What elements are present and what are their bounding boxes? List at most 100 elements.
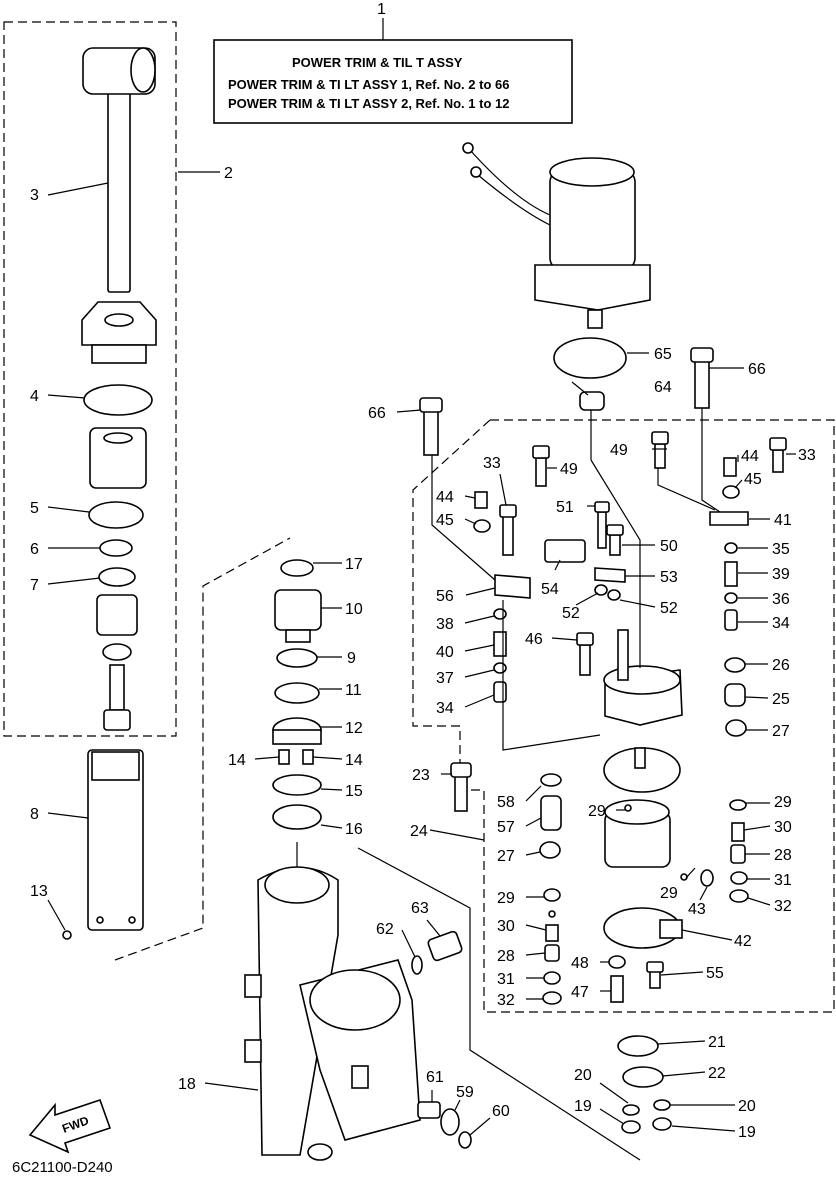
pin-34-right (724, 609, 738, 631)
o-ring-65 (553, 337, 627, 379)
o-ring-32-right (729, 889, 749, 903)
manifold-block (604, 799, 671, 868)
bolt-55 (646, 961, 664, 989)
spring-30-right (731, 822, 745, 842)
valve-28-left (544, 944, 560, 962)
callout-29c: 29 (660, 885, 678, 902)
callout-39: 39 (772, 566, 790, 583)
valve-28-right (730, 844, 746, 864)
callout-58: 58 (497, 794, 515, 811)
coupling-64 (579, 391, 605, 411)
assy-2-boundary (3, 21, 177, 737)
tilt-motor (462, 142, 651, 329)
callout-66a: 66 (368, 405, 386, 422)
tilt-ram-rod (82, 47, 156, 293)
backup-ring-7 (98, 567, 136, 587)
ball-29-left (548, 910, 556, 918)
piston (89, 427, 147, 489)
valve-57 (540, 795, 562, 831)
spring-30-left (545, 924, 559, 942)
cap-29-right (729, 799, 747, 811)
callout-18: 18 (178, 1076, 196, 1093)
pin-34-left (493, 681, 507, 703)
callout-14a: 14 (228, 752, 246, 769)
callout-62: 62 (376, 921, 394, 938)
free-piston-10 (274, 589, 322, 643)
header-line-assy-2: POWER TRIM & TI LT ASSY 2, Ref. No. 1 to… (228, 96, 509, 111)
callout-51: 51 (556, 499, 574, 516)
callout-19a: 19 (574, 1098, 592, 1115)
washer-31-right (730, 871, 748, 885)
o-ring-58 (540, 773, 562, 787)
callout-54: 54 (541, 581, 559, 598)
callout-55: 55 (706, 965, 724, 982)
callout-61: 61 (426, 1069, 444, 1086)
bolt-66-right (690, 347, 714, 409)
callout-25: 25 (772, 691, 790, 708)
callout-34b: 34 (772, 615, 790, 632)
callout-24: 24 (410, 823, 428, 840)
o-ring-4 (83, 384, 153, 416)
cylinder-body-18 (244, 866, 421, 1161)
ball-38 (493, 608, 507, 620)
callout-7: 7 (30, 577, 39, 594)
callout-3: 3 (30, 187, 39, 204)
filter-43 (700, 869, 714, 887)
o-ring-59 (440, 1108, 460, 1136)
callout-labels: 1 2 3 4 5 6 7 8 9 10 11 12 13 14 14 15 1… (30, 1, 816, 1141)
spring-39 (724, 561, 738, 587)
callout-26: 26 (772, 657, 790, 674)
ball-36 (724, 592, 738, 604)
bolt-46 (576, 632, 594, 676)
bracket-56 (494, 574, 531, 599)
callout-47: 47 (571, 984, 589, 1001)
callout-37: 37 (436, 670, 454, 687)
callout-30a: 30 (497, 918, 515, 935)
callout-11: 11 (345, 682, 362, 699)
callout-22: 22 (708, 1065, 726, 1082)
cap-29-left (543, 888, 561, 902)
callout-41: 41 (774, 512, 792, 529)
callout-8: 8 (30, 806, 39, 823)
washer-31-left (543, 971, 561, 985)
ball-13 (62, 930, 72, 940)
callout-49b: 49 (610, 442, 628, 459)
callout-46: 46 (525, 631, 543, 648)
diagram-code: 6C21100-D240 (12, 1159, 113, 1176)
bolt-50 (606, 524, 624, 556)
callout-32a: 32 (497, 992, 515, 1009)
bolt-33-right (769, 437, 787, 473)
callout-49a: 49 (560, 461, 578, 478)
callout-28b: 28 (774, 847, 792, 864)
callout-44a: 44 (436, 489, 454, 506)
callout-42: 42 (734, 933, 752, 950)
ball-37 (493, 662, 507, 674)
callout-14b: 14 (345, 752, 363, 769)
header-line-assy-1: POWER TRIM & TI LT ASSY 1, Ref. No. 2 to… (228, 77, 509, 92)
piston-bolt (103, 664, 131, 731)
seal-21 (617, 1035, 659, 1057)
ball-35 (724, 542, 738, 554)
valve-25 (724, 683, 746, 707)
washer-52b (607, 589, 621, 601)
callout-5: 5 (30, 500, 39, 517)
spring-14b (302, 749, 314, 765)
callout-9: 9 (347, 650, 356, 667)
washer (102, 643, 132, 661)
callout-35: 35 (772, 541, 790, 558)
callout-66b: 66 (748, 361, 766, 378)
callout-65: 65 (654, 346, 672, 363)
callout-31a: 31 (497, 971, 515, 988)
washer-45-right (722, 485, 740, 499)
bolt-33-left (499, 504, 517, 556)
o-ring-5 (88, 501, 144, 529)
plug-61 (417, 1101, 441, 1119)
piston-seal (96, 594, 138, 636)
callout-52a: 52 (562, 605, 580, 622)
callout-32b: 32 (774, 898, 792, 915)
spring-44-left (474, 491, 488, 509)
callout-57: 57 (497, 819, 515, 836)
outer-cylinder-8 (87, 749, 144, 931)
bolt-49-right (651, 431, 669, 469)
callout-20a: 20 (574, 1067, 592, 1084)
